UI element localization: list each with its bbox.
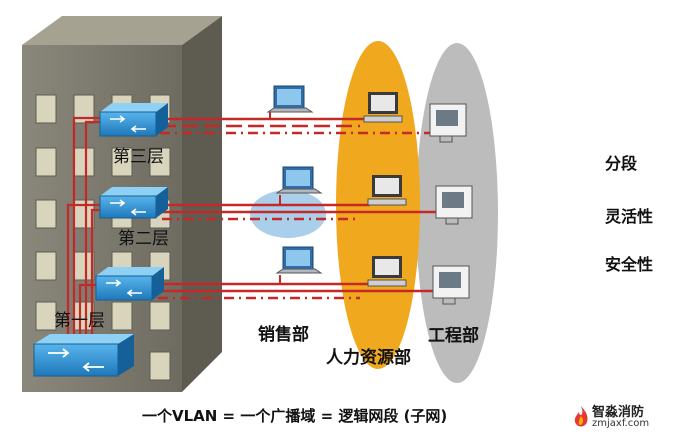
switch-floor1 bbox=[95, 267, 164, 301]
floor-label-1: 第一层 bbox=[54, 311, 105, 331]
property-segmentation: 分段 bbox=[605, 154, 638, 173]
engineering-pc-2 bbox=[435, 185, 473, 225]
floor-label-2: 第二层 bbox=[118, 229, 169, 249]
engineering-pc-1 bbox=[429, 103, 467, 143]
watermark-url: zmjaxf.com bbox=[592, 418, 650, 429]
vlan-caption: 一个VLAN = 一个广播域 = 逻辑网段 (子网) bbox=[142, 407, 448, 425]
sales-pc-3 bbox=[275, 246, 323, 274]
flame-logo-icon bbox=[574, 406, 588, 427]
riser-cables bbox=[66, 116, 100, 345]
floor3-links bbox=[160, 117, 438, 135]
watermark: 智淼消防 zmjaxf.com bbox=[570, 401, 680, 435]
floor-label-3: 第三层 bbox=[113, 147, 164, 167]
hr-pc-2 bbox=[367, 175, 407, 206]
switch-core bbox=[33, 334, 134, 377]
sales-pc-1 bbox=[266, 85, 314, 113]
property-security: 安全性 bbox=[605, 255, 654, 274]
switch-floor2 bbox=[99, 187, 168, 219]
sales-dept-label: 销售部 bbox=[258, 325, 309, 345]
floor1-links bbox=[158, 282, 438, 300]
sales-drop-links bbox=[269, 112, 281, 284]
property-flexibility: 灵活性 bbox=[605, 207, 654, 226]
sales-vlan-ellipse bbox=[250, 190, 326, 238]
watermark-name: 智淼消防 bbox=[592, 405, 645, 420]
switch-floor3 bbox=[99, 103, 168, 137]
sales-pc-2 bbox=[275, 166, 323, 194]
engineering-pc-3 bbox=[432, 265, 470, 305]
hr-pc-3 bbox=[367, 256, 407, 287]
hr-dept-label: 人力资源部 bbox=[326, 348, 411, 368]
engineering-dept-label: 工程部 bbox=[428, 326, 479, 346]
floor2-links bbox=[162, 203, 438, 221]
hr-pc-1 bbox=[363, 92, 403, 123]
